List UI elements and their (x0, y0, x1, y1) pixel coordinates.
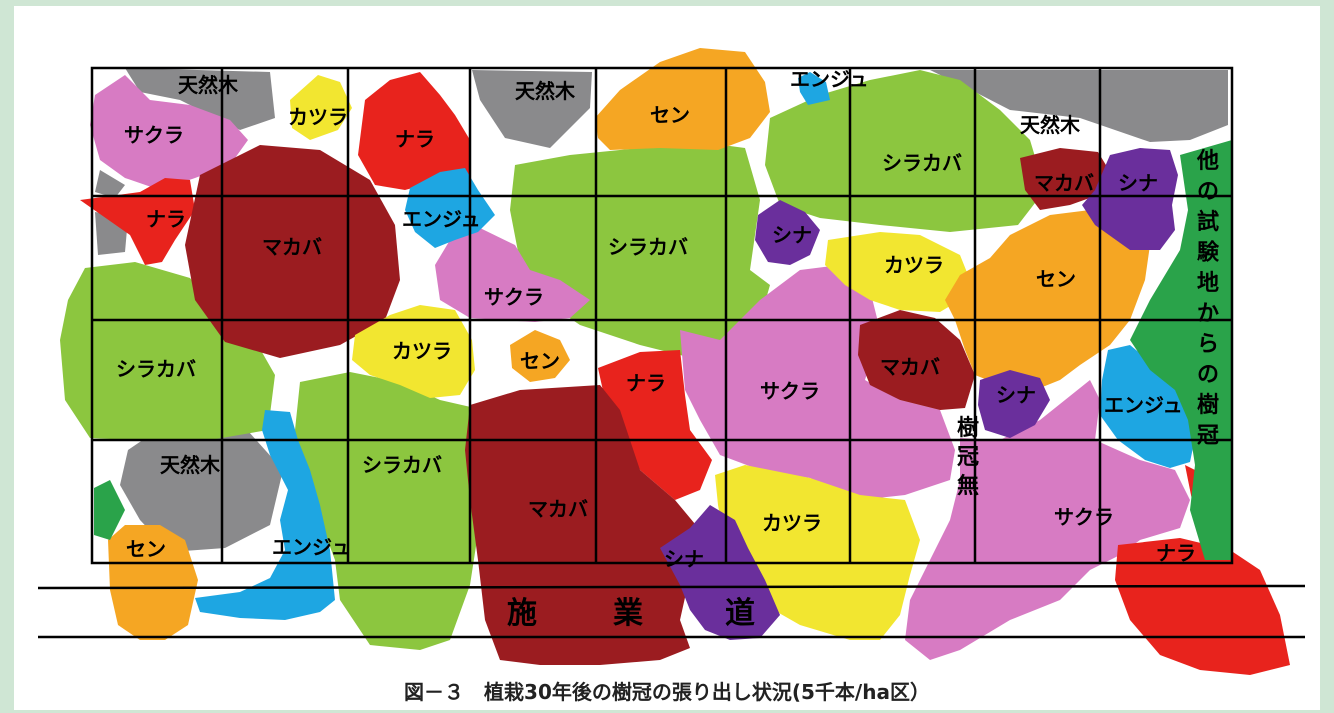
crown-nara-3 (598, 350, 712, 500)
road-label-char: 施 (507, 596, 537, 631)
crown-tennen-4 (472, 70, 592, 148)
label-sen-2: セン (1036, 267, 1076, 291)
crown-makaba-4 (1020, 148, 1112, 210)
crown-enju-4 (1100, 345, 1195, 468)
label-enju-3: エンジュ (1104, 393, 1183, 417)
label-katsura-2: カツラ (884, 253, 944, 277)
crown-sen-4 (108, 525, 198, 640)
crown-makaba-3 (858, 310, 975, 410)
label-makaba-1: マカバ (1034, 171, 1094, 195)
label-makaba-2: マカバ (262, 235, 322, 259)
label-katsura-4: カツラ (762, 511, 822, 535)
label-tennen-2: 天然木 (515, 79, 576, 103)
other-plot-area (1130, 140, 1232, 560)
other-plot-label-char: の (1197, 363, 1219, 388)
label-nara-4: ナラ (1156, 541, 1196, 565)
label-tennen-4: 天然木 (160, 453, 221, 477)
no-crown-label: 樹冠無 (957, 415, 979, 499)
label-tennen-1: 天然木 (178, 73, 239, 97)
label-sen-1: セン (650, 103, 690, 127)
label-shina-1: シナ (1118, 171, 1158, 195)
crown-nara-1 (358, 72, 470, 190)
label-shina-2: シナ (772, 223, 812, 247)
label-shirakaba-1: シラカバ (882, 151, 962, 175)
other-plot-label-char: ら (1197, 332, 1219, 357)
other-plot-label-char: 地 (1197, 271, 1219, 296)
other-plot-label-char: の (1197, 180, 1219, 205)
label-katsura-1: カツラ (288, 105, 348, 129)
crown-shirakaba-4 (295, 372, 490, 650)
no-crown-label-char: 冠 (957, 445, 979, 470)
plot-grid (90, 66, 1234, 565)
other-plot-label-char: 験 (1197, 241, 1220, 266)
label-nara-2: ナラ (146, 207, 186, 231)
label-nara-1: ナラ (395, 127, 435, 151)
label-sen-4: セン (126, 537, 166, 561)
no-crown-label-char: 無 (957, 473, 979, 499)
label-makaba-3: マカバ (880, 355, 940, 379)
label-enju-4: エンジュ (272, 535, 351, 559)
crown-sen-2 (510, 330, 570, 382)
crown-shina-4 (660, 505, 780, 640)
other-plot-label-char: か (1197, 302, 1219, 327)
crown-katsura-3 (825, 232, 970, 312)
label-sakura-2: サクラ (484, 285, 544, 309)
label-shirakaba-4: シラカバ (362, 453, 442, 477)
label-katsura-3: カツラ (392, 339, 452, 363)
label-sakura-1: サクラ (124, 123, 184, 147)
crown-sakura-2 (435, 228, 590, 322)
crown-enju-3 (195, 410, 335, 620)
crown-makaba-1 (185, 145, 400, 358)
no-crown-label-char: 樹 (957, 415, 979, 441)
label-sen-3: セン (520, 349, 560, 373)
road-label: 施業道 (507, 596, 755, 631)
other-plot-label-char: 樹 (1197, 392, 1219, 418)
label-shirakaba-2: シラカバ (608, 235, 688, 259)
figure-caption: 図－３ 植栽30年後の樹冠の張り出し状況(5千本/ha区） (404, 680, 930, 704)
other-plot-label-char: 他 (1196, 149, 1219, 174)
label-nara-3: ナラ (626, 371, 666, 395)
crown-sakura-1 (90, 75, 248, 190)
crown-sen-1 (595, 48, 770, 150)
crown-katsura-1 (290, 75, 352, 140)
label-sakura-3: サクラ (760, 379, 820, 403)
other-plot-label-char: 試 (1197, 209, 1219, 235)
crown-shina-1 (755, 200, 820, 265)
crown-tennen-5 (930, 70, 1228, 142)
road-lines (37, 584, 1306, 639)
crown-labels: 天然木 カツラ サクラ ナラ 天然木 セン エンジュ 天然木 シラカバ マカバ … (116, 67, 1196, 571)
crown-shina-3 (978, 370, 1050, 438)
label-shina-4: シナ (664, 547, 704, 571)
label-enju-2: エンジュ (402, 207, 481, 231)
crown-tennen-6 (120, 418, 283, 552)
crown-enju-2 (405, 168, 495, 248)
label-shina-3: シナ (996, 383, 1036, 407)
label-makaba-4: マカバ (528, 497, 588, 521)
crown-tennen-2 (95, 170, 125, 198)
road-label-char: 道 (725, 596, 755, 631)
label-enju-1: エンジュ (790, 67, 869, 91)
other-plot-label-char: 冠 (1197, 424, 1219, 449)
crown-shina-2 (1082, 148, 1178, 250)
crown-nara-4 (1115, 538, 1290, 675)
crown-nara-2 (80, 178, 195, 265)
other-plot-area-small (94, 480, 125, 540)
crown-makaba-2 (465, 385, 700, 665)
label-sakura-4: サクラ (1054, 505, 1114, 529)
road-label-char: 業 (613, 596, 643, 631)
crown-katsura-2 (352, 305, 475, 398)
label-shirakaba-3: シラカバ (116, 357, 196, 381)
label-tennen-3: 天然木 (1020, 113, 1081, 137)
crown-enju-1 (798, 72, 830, 105)
crown-tennen-1 (125, 68, 275, 130)
